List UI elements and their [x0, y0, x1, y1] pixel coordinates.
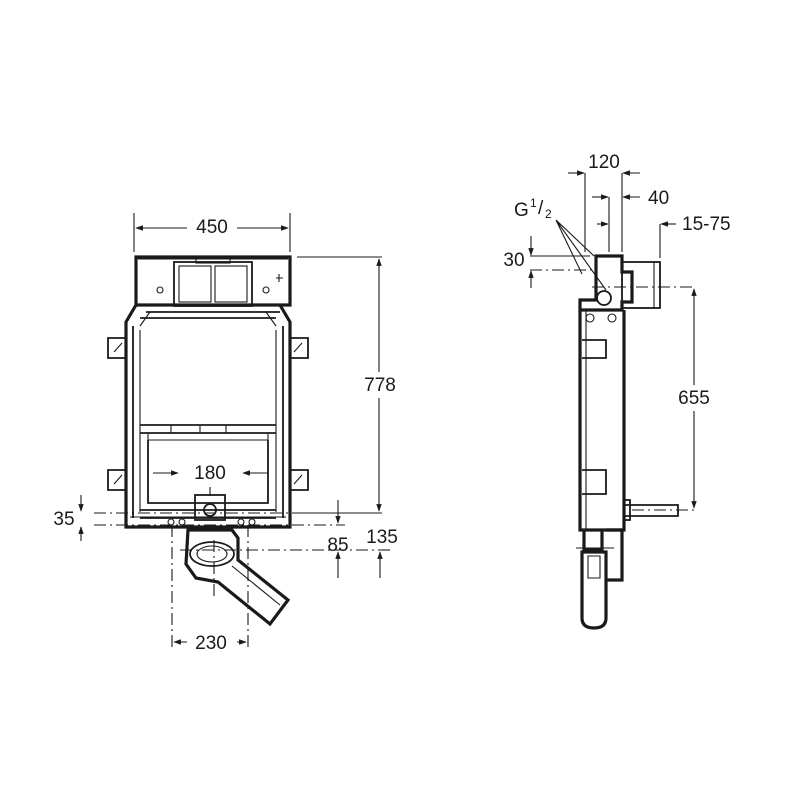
- dim-label-120: 120: [588, 152, 620, 173]
- cistern-top: [134, 255, 292, 307]
- front-center-lines: [94, 213, 390, 650]
- dim-30: 30: [503, 236, 534, 288]
- front-view: 450 778 180 35 85 135 230: [53, 213, 402, 654]
- dim-35: 35: [53, 495, 84, 541]
- thread-slash: /: [538, 198, 544, 219]
- dim-label-450: 450: [196, 217, 228, 238]
- dim-label-15-75: 15-75: [682, 214, 731, 235]
- dim-40: 40: [592, 188, 669, 209]
- thread-label: G: [514, 200, 529, 221]
- thread-sup: 1: [530, 196, 537, 210]
- side-extension-lines: [530, 173, 696, 511]
- thread-sub: 2: [545, 207, 552, 221]
- dim-180: 180: [153, 463, 268, 484]
- dim-15-75: 15-75: [597, 214, 731, 235]
- dim-655: 655: [673, 288, 717, 509]
- dim-230: 230: [173, 630, 247, 654]
- dim-thread: G 1 / 2: [514, 196, 607, 291]
- waste-bend: [184, 528, 291, 627]
- dim-label-30: 30: [503, 250, 524, 271]
- dim-label-40: 40: [648, 188, 669, 209]
- dim-label-655: 655: [678, 388, 710, 409]
- dim-label-180: 180: [194, 463, 226, 484]
- dim-778: 778: [358, 258, 402, 512]
- side-frame: [576, 254, 679, 630]
- dim-label-85: 85: [327, 535, 348, 556]
- wall-brackets: [107, 337, 309, 491]
- side-view: 120 40 15-75 G 1 / 2 30 655: [503, 152, 731, 630]
- dim-85: 85: [327, 500, 349, 578]
- frame-body: [124, 304, 292, 529]
- dim-135: 135: [366, 527, 398, 578]
- dim-450: 450: [135, 214, 289, 238]
- dim-120: 120: [568, 152, 640, 176]
- dim-label-135: 135: [366, 527, 398, 548]
- dim-label-230: 230: [195, 633, 227, 654]
- dim-label-778: 778: [364, 375, 396, 396]
- dim-label-35: 35: [53, 509, 74, 530]
